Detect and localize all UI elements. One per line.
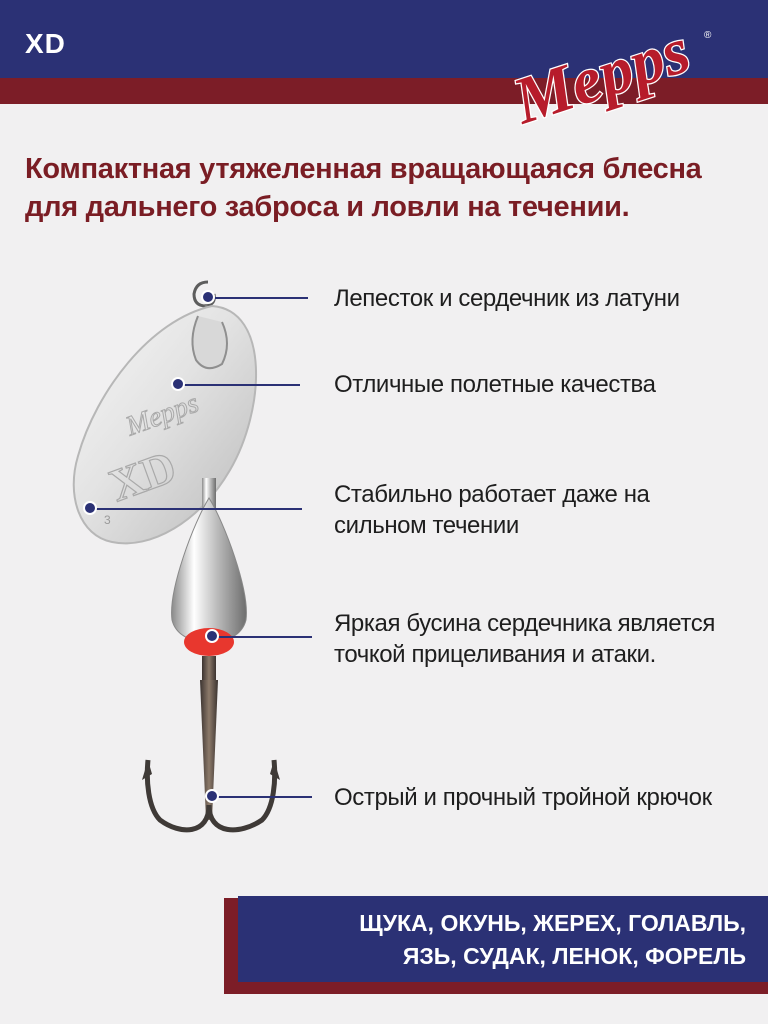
headline: Компактная утяжеленная вращающаяся блесн…	[25, 150, 745, 226]
callout-dot-2	[171, 377, 185, 391]
callout-dot-3	[83, 501, 97, 515]
headline-line-1: Компактная утяжеленная вращающаяся блесн…	[25, 153, 702, 185]
callout-line-3	[92, 508, 302, 510]
callout-dot-1	[201, 290, 215, 304]
callout-line-2	[180, 384, 300, 386]
header-band	[0, 0, 768, 78]
callout-dot-5	[205, 789, 219, 803]
feature-brass-blade: Лепесток и сердечник из латуни	[334, 285, 680, 312]
treble-hook	[142, 656, 280, 833]
callout-line-1	[210, 297, 308, 299]
model-code: XD	[25, 28, 66, 59]
feature-current-line-1: Стабильно работает даже на	[334, 481, 650, 508]
callout-line-5	[214, 796, 312, 798]
fish-species-line-1: ЩУКА, ОКУНЬ, ЖЕРЕХ, ГОЛАВЛЬ,	[359, 910, 746, 936]
feature-treble-hook: Острый и прочный тройной крючок	[334, 784, 712, 811]
feature-bead-line-1: Яркая бусина сердечника является	[334, 610, 715, 637]
brand-logo-text: Mepps	[504, 16, 698, 132]
feature-bead-line-2: точкой прицеливания и атаки.	[334, 641, 656, 668]
brand-logo: Mepps ®	[503, 16, 712, 132]
blade-size-mark: 3	[104, 513, 111, 527]
clevis	[191, 315, 228, 370]
registered-mark: ®	[704, 30, 712, 41]
header-stripe	[0, 78, 768, 104]
headline-line-2: для дальнего заброса и ловли на течении.	[25, 191, 630, 223]
feature-flight: Отличные полетные качества	[334, 371, 656, 398]
lure-body	[171, 478, 247, 643]
callout-line-4	[214, 636, 312, 638]
spinner-lure-image: Mepps XD 3	[72, 280, 280, 833]
feature-current-line-2: сильном течении	[334, 512, 519, 539]
fish-species-line-2: ЯЗЬ, СУДАК, ЛЕНОК, ФОРЕЛЬ	[402, 943, 746, 969]
fish-species-box: ЩУКА, ОКУНЬ, ЖЕРЕХ, ГОЛАВЛЬ, ЯЗЬ, СУДАК,…	[238, 896, 768, 982]
callout-dot-4	[205, 629, 219, 643]
